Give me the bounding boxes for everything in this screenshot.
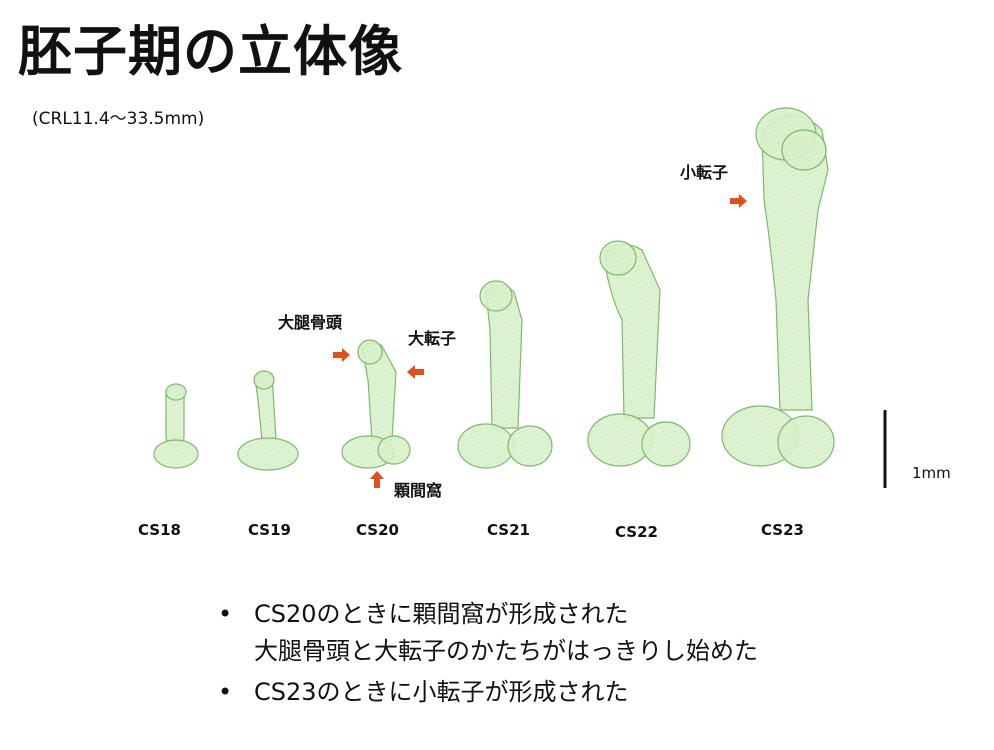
bullet-line: CS20のときに顆間窩が形成された: [254, 600, 629, 628]
label-femoral-head: 大腿骨頭: [278, 313, 343, 332]
stage-label-cs23: CS23: [761, 521, 804, 539]
femur-development-figure: 大腿骨頭 大転子 顆間窩 小転子 1mm CS18 CS19 CS20 CS21…: [138, 107, 951, 541]
arrow-femoral-head: [333, 348, 350, 362]
stage-label-cs22: CS22: [615, 523, 658, 541]
label-greater-trochanter: 大転子: [408, 329, 456, 348]
bullet-line: CS23のときに小転子が形成された: [254, 678, 629, 706]
bullet-item: CS20のときに顆間窩が形成された 大腿骨頭と大転子のかたちがはっきりし始めた: [218, 596, 758, 670]
femur-cs23: [721, 107, 835, 469]
femur-cs20: [341, 339, 411, 469]
label-lesser-trochanter: 小転子: [680, 163, 728, 182]
scale-bar-label: 1mm: [912, 464, 951, 482]
bullet-item: CS23のときに小転子が形成された: [218, 674, 758, 711]
page-title: 胚子期の立体像: [18, 20, 403, 83]
stage-label-cs19: CS19: [248, 521, 291, 539]
arrow-intercondylar-fossa: [370, 471, 384, 488]
bullet-line: 大腿骨頭と大転子のかたちがはっきりし始めた: [254, 637, 758, 665]
arrow-lesser-trochanter: [730, 194, 747, 208]
femur-cs18: [153, 383, 199, 469]
stage-label-cs21: CS21: [487, 521, 530, 539]
stage-label-cs18: CS18: [138, 521, 181, 539]
stage-label-cs20: CS20: [356, 521, 399, 539]
arrow-greater-trochanter: [407, 365, 424, 379]
summary-bullets: CS20のときに顆間窩が形成された 大腿骨頭と大転子のかたちがはっきりし始めた …: [218, 596, 758, 711]
femur-cs22: [587, 240, 691, 467]
page-subtitle: (CRL11.4〜33.5mm): [32, 109, 205, 129]
label-intercondylar-fossa: 顆間窩: [394, 481, 442, 500]
femur-cs21: [457, 280, 553, 469]
femur-cs19: [237, 370, 299, 471]
